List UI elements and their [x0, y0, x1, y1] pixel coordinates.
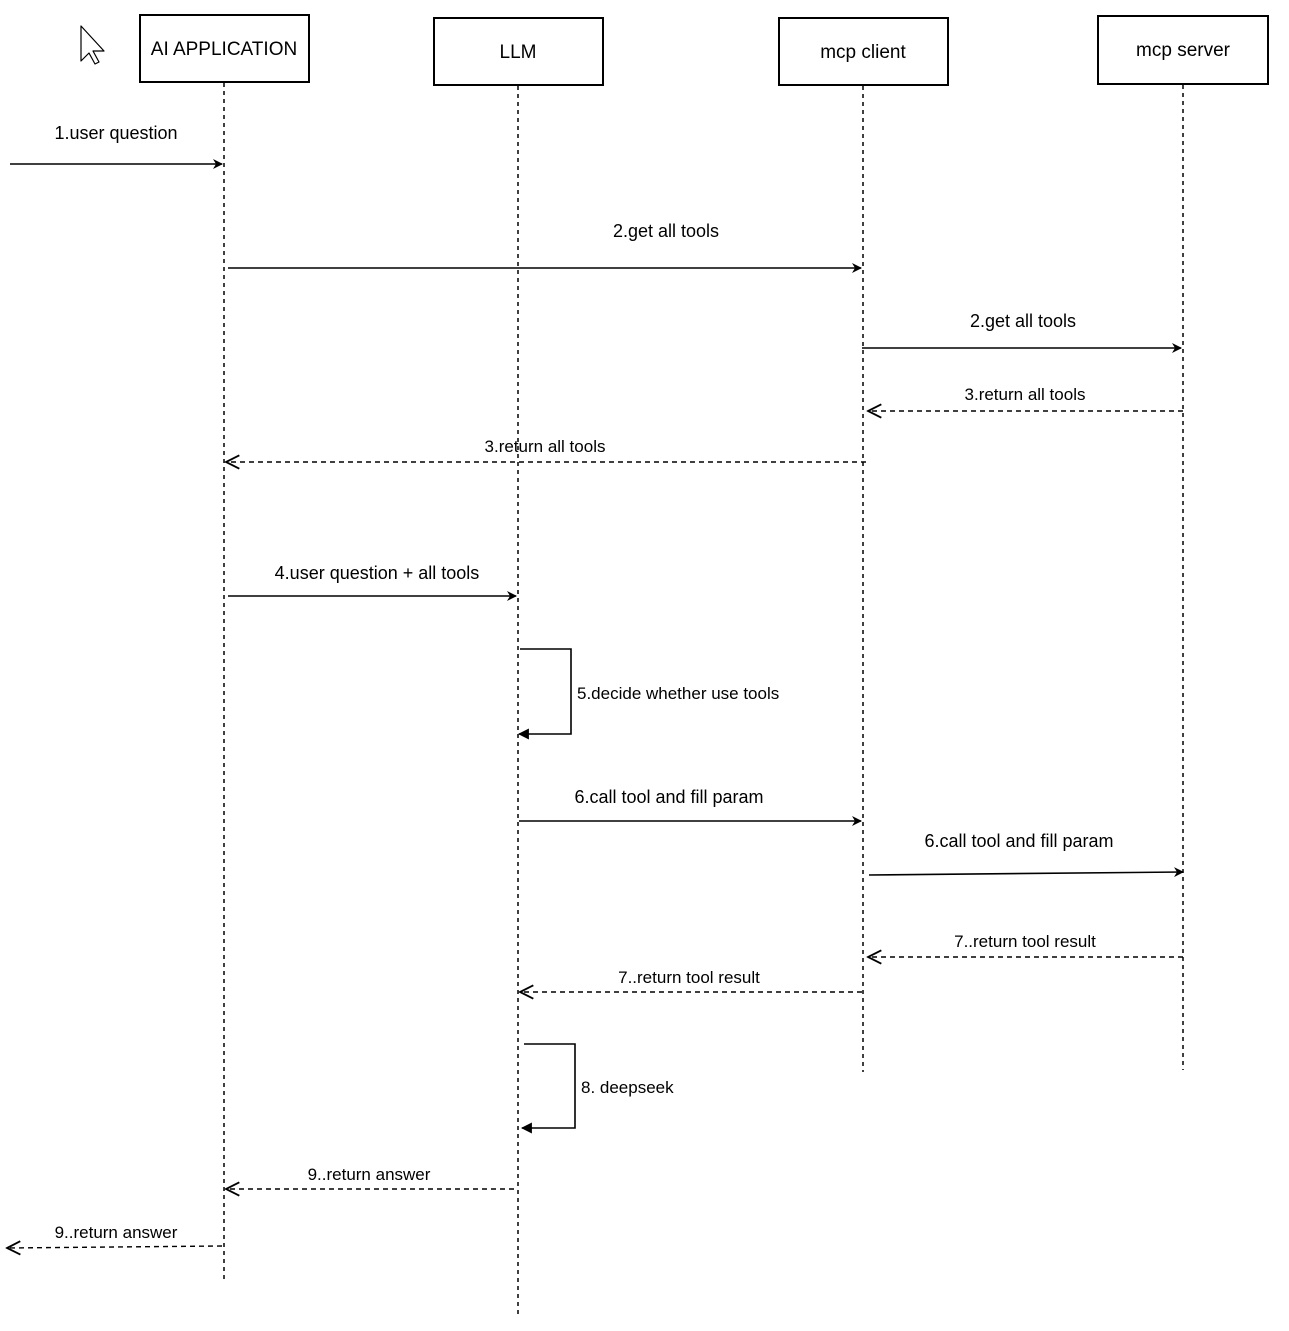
message-label: 8. deepseek	[581, 1078, 674, 1097]
message-label: 3.return all tools	[485, 437, 606, 456]
participant-label: mcp client	[820, 42, 906, 63]
message-label: 3.return all tools	[965, 385, 1086, 404]
message-label: 7..return tool result	[954, 932, 1096, 951]
message-label: 6.call tool and fill param	[574, 787, 763, 807]
message-3-return-all-tools: 3.return all tools	[868, 385, 1183, 411]
message-2-get-all-tools-server: 2.get all tools	[862, 311, 1182, 353]
message-label: 5.decide whether use tools	[577, 684, 779, 703]
message-4-user-question-all-tools: 4.user question + all tools	[228, 563, 517, 601]
participant-llm: LLM	[433, 17, 604, 86]
message-5-decide-whether-use-tools: 5.decide whether use tools	[517, 648, 779, 740]
message-label: 9..return answer	[55, 1223, 178, 1242]
message-7-return-tool-result-llm: 7..return tool result	[520, 968, 862, 992]
message-3-return-all-tools-app: 3.return all tools	[226, 437, 866, 462]
message-label: 6.call tool and fill param	[924, 831, 1113, 851]
participant-label: LLM	[500, 42, 537, 63]
message-label: 4.user question + all tools	[275, 563, 480, 583]
message-9-return-answer: 9..return answer	[226, 1165, 514, 1189]
mouse-cursor-icon	[80, 25, 105, 65]
message-1-user-question: 1.user question	[10, 123, 223, 169]
message-8-deepseek: 8. deepseek	[520, 1043, 674, 1134]
participant-label: mcp server	[1136, 40, 1231, 61]
message-label: 2.get all tools	[970, 311, 1076, 331]
participant-mcp-server: mcp server	[1097, 15, 1269, 85]
message-label: 7..return tool result	[618, 968, 760, 987]
message-7-return-tool-result: 7..return tool result	[868, 932, 1183, 957]
message-2-get-all-tools: 2.get all tools	[228, 221, 862, 273]
message-9-return-answer-external: 9..return answer	[7, 1223, 223, 1248]
message-6-call-tool-server: 6.call tool and fill param	[868, 831, 1184, 878]
message-6-call-tool: 6.call tool and fill param	[519, 787, 862, 826]
message-label: 1.user question	[54, 123, 177, 143]
participant-app: AI APPLICATION	[139, 14, 310, 83]
participant-mcp-client: mcp client	[778, 17, 949, 86]
message-label: 9..return answer	[308, 1165, 431, 1184]
message-label: 2.get all tools	[613, 221, 719, 241]
participant-label: AI APPLICATION	[151, 39, 297, 60]
